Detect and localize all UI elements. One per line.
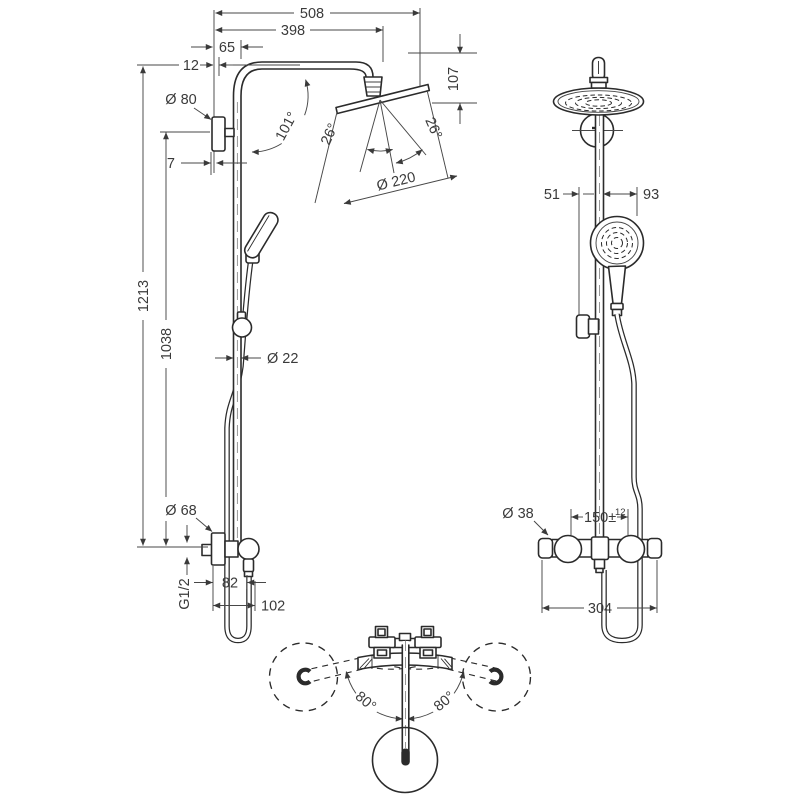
side-view: 508 398 65 12 1213 [136, 6, 477, 644]
wall-circle-bottom [371, 726, 439, 794]
dim-1213: 1213 [136, 280, 152, 312]
hose-front [601, 313, 643, 644]
ball-joint [363, 76, 383, 97]
dim-150: 150± [584, 510, 616, 526]
dim-304: 304 [588, 601, 612, 617]
hand-shower-front [589, 215, 645, 317]
dim-508: 508 [300, 6, 324, 22]
front-view: 51 93 Ø 38 150± 12 304 [502, 56, 663, 644]
shower-arm-connector-front [589, 56, 609, 89]
swivel-angle-arc [251, 79, 311, 155]
dim-82: 82 [222, 576, 238, 592]
swivel-circle-right [461, 642, 532, 712]
hand-shower-holder-front [575, 314, 600, 339]
spray-angle-lines [314, 89, 449, 204]
dim-26deg-right: 26° [421, 115, 445, 142]
overhead-shower-front [552, 87, 645, 116]
dim-dia38: Ø 38 [502, 506, 533, 522]
thermostat-front [537, 534, 663, 574]
dim-26deg-left: 26° [318, 121, 342, 148]
dim-7: 7 [167, 156, 175, 172]
hand-shower-handle [607, 265, 627, 305]
dim-93: 93 [643, 187, 659, 203]
dim-dia68: Ø 68 [165, 503, 196, 519]
valve-escutcheon [210, 532, 226, 566]
dim-150-tolerance: 12 [615, 507, 626, 518]
top-view: 80° 80° [268, 625, 532, 794]
dim-g12: G1/2 [177, 578, 193, 609]
hook-left [296, 667, 312, 686]
dim-51: 51 [544, 187, 560, 203]
swivel-circle-left [268, 642, 339, 712]
overhead-shower-side [335, 83, 431, 115]
thermostat-side [201, 532, 260, 578]
dim-dia80: Ø 80 [165, 92, 196, 108]
temperature-knob [553, 534, 583, 564]
dim-12: 12 [183, 58, 199, 74]
wall-bracket-side [211, 116, 235, 152]
dim-398: 398 [281, 23, 305, 39]
riser-pipe-side [232, 61, 374, 546]
hose-outlet [242, 558, 255, 573]
dim-101deg: 101° [273, 109, 301, 143]
front-dimensions: 51 93 Ø 38 150± 12 304 [502, 187, 659, 617]
hook-right [488, 667, 504, 686]
dim-65: 65 [219, 40, 235, 56]
valve-knob-side [237, 537, 260, 561]
outlet-front [593, 558, 606, 570]
dim-1038: 1038 [159, 328, 175, 360]
slider-knob [231, 311, 253, 338]
pipe-end-cap [401, 748, 410, 766]
flow-knob [616, 534, 646, 564]
dim-107: 107 [446, 67, 462, 91]
dim-dia22: Ø 22 [267, 351, 298, 367]
side-dimensions: 508 398 65 12 1213 [136, 6, 477, 615]
outlet-pipe-top [401, 640, 410, 753]
dim-102: 102 [261, 599, 285, 615]
hand-shower-side [243, 211, 279, 264]
